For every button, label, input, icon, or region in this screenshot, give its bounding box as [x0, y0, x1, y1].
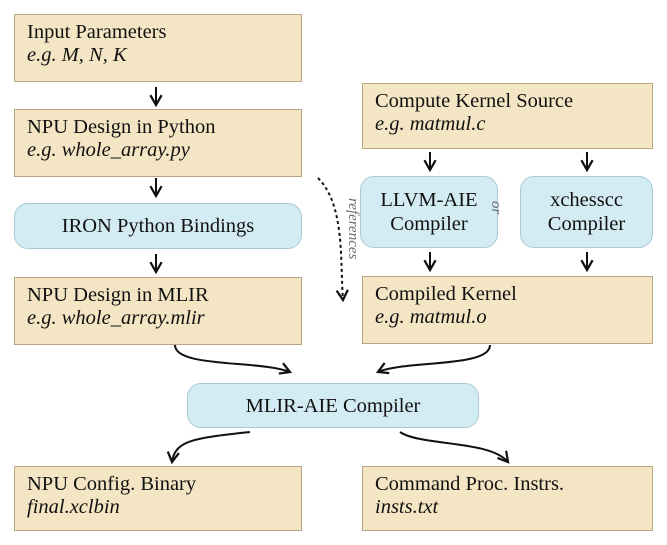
references-label: references — [345, 198, 361, 260]
mlir-aie-compiler-label: MLIR-AIE Compiler — [245, 394, 421, 417]
kernel-source-box: Compute Kernel Source e.g. matmul.c — [362, 83, 653, 149]
xchesscc-compiler-node: xchesscc Compiler — [520, 176, 653, 248]
input-parameters-example: e.g. M, N, K — [27, 44, 127, 66]
arrow-kernel-to-compiler — [375, 344, 491, 375]
npu-design-mlir-example: e.g. whole_array.mlir — [27, 307, 205, 329]
compiled-kernel-box: Compiled Kernel e.g. matmul.o — [362, 276, 653, 344]
mlir-aie-compiler-node: MLIR-AIE Compiler — [187, 383, 479, 428]
llvm-aie-line2: Compiler — [390, 213, 468, 235]
input-parameters-title: Input Parameters — [27, 21, 167, 43]
or-label: or — [488, 201, 504, 215]
llvm-aie-line1: LLVM-AIE — [380, 189, 478, 211]
arrow-compiler-to-binary — [166, 431, 251, 465]
arrow-mlir-to-compiler — [174, 344, 293, 375]
iron-python-bindings-label: IRON Python Bindings — [61, 215, 255, 237]
npu-config-binary-example: final.xclbin — [27, 496, 120, 518]
npu-design-mlir-box: NPU Design in MLIR e.g. whole_array.mlir — [14, 277, 302, 345]
iron-python-bindings-node: IRON Python Bindings — [14, 203, 302, 249]
npu-config-binary-box: NPU Config. Binary final.xclbin — [14, 466, 302, 531]
command-proc-instrs-example: insts.txt — [375, 496, 439, 518]
command-proc-instrs-title: Command Proc. Instrs. — [375, 473, 565, 495]
compiled-kernel-example: e.g. matmul.o — [375, 306, 487, 328]
npu-design-python-box: NPU Design in Python e.g. whole_array.py — [14, 109, 302, 177]
llvm-aie-compiler-node: LLVM-AIE Compiler — [360, 176, 498, 248]
arrow-references — [317, 177, 349, 303]
xchesscc-line1: xchesscc — [550, 189, 623, 211]
npu-design-mlir-title: NPU Design in MLIR — [27, 284, 209, 306]
npu-design-python-example: e.g. whole_array.py — [27, 139, 190, 161]
kernel-source-title: Compute Kernel Source — [375, 90, 574, 112]
kernel-source-example: e.g. matmul.c — [375, 113, 486, 135]
npu-design-python-title: NPU Design in Python — [27, 116, 216, 138]
input-parameters-box: Input Parameters e.g. M, N, K — [14, 14, 302, 82]
npu-config-binary-title: NPU Config. Binary — [27, 473, 197, 495]
command-proc-instrs-box: Command Proc. Instrs. insts.txt — [362, 466, 653, 531]
compiled-kernel-title: Compiled Kernel — [375, 283, 517, 305]
xchesscc-line2: Compiler — [547, 213, 626, 235]
arrow-compiler-to-instrs — [399, 431, 510, 464]
